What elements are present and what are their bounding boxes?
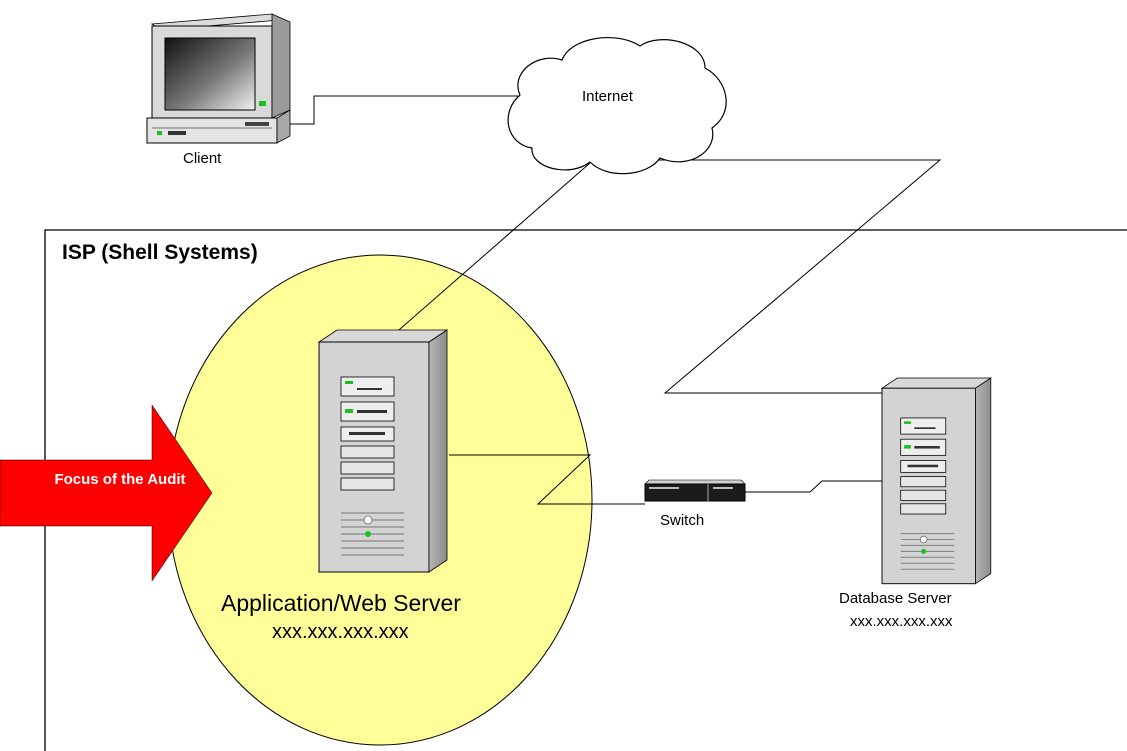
isp-title: ISP (Shell Systems) [62, 241, 258, 264]
db-server-ip: xxx.xxx.xxx.xxx [850, 613, 953, 630]
cloud-icon [507, 37, 727, 175]
client-label: Client [183, 150, 222, 167]
link-internet-db [655, 159, 942, 394]
computer-icon [146, 13, 291, 144]
app-server-name: Application/Web Server [221, 590, 461, 616]
network-links [290, 95, 942, 505]
link-internet-app [375, 162, 591, 351]
link-app-switch [449, 454, 645, 505]
focus-arrow-icon [0, 404, 213, 582]
server-tower-icon [317, 329, 449, 573]
link-switch-db [745, 480, 882, 493]
network-switch-icon [644, 479, 746, 502]
internet-label: Internet [582, 88, 633, 105]
switch-label: Switch [660, 512, 705, 529]
db-server-name: Database Server [839, 590, 952, 607]
app-server-ip: xxx.xxx.xxx.xxx [272, 621, 409, 643]
isp-boundary [44, 229, 1127, 751]
link-client-internet [290, 95, 518, 125]
focus-label: Focus of the Audit [54, 471, 186, 488]
server-tower-icon [880, 377, 993, 585]
